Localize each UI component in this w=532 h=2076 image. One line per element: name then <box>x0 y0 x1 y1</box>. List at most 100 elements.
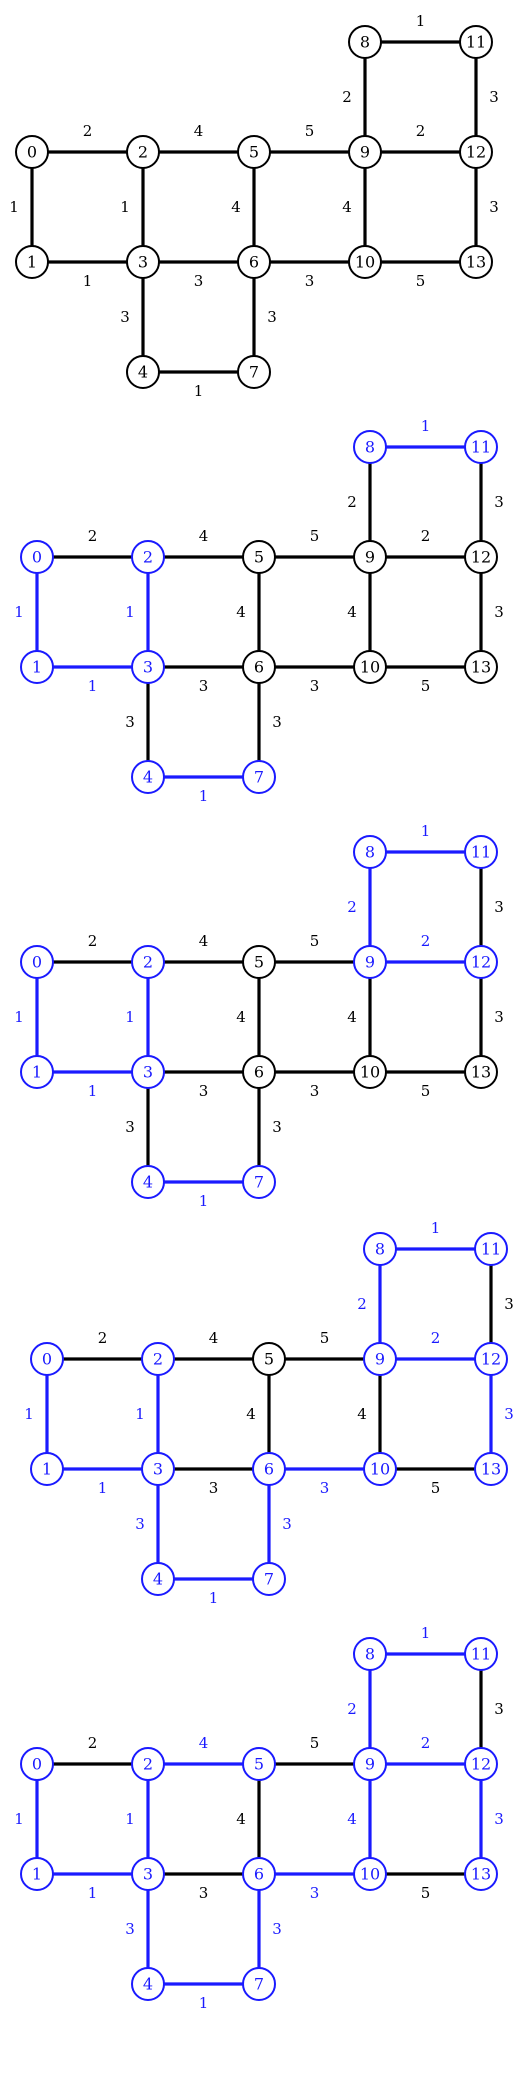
edge-weight-label: 5 <box>310 1734 320 1752</box>
edge-weight-label: 3 <box>320 1479 330 1497</box>
edge-weight-label: 5 <box>320 1329 330 1347</box>
node-6 <box>252 1452 286 1486</box>
edge-weight-label: 5 <box>421 1884 431 1902</box>
edge-weight-label: 4 <box>199 932 209 950</box>
edge-weight-label: 2 <box>347 493 357 511</box>
edge-weight-label: 1 <box>88 677 98 695</box>
node-label: 12 <box>466 143 486 162</box>
edge-weight-label: 1 <box>120 198 130 216</box>
node-label: 3 <box>143 1865 153 1884</box>
edge-weight-label: 1 <box>421 822 431 840</box>
node-8 <box>353 1637 387 1671</box>
node-1 <box>20 1857 54 1891</box>
edge-weight-label: 3 <box>305 272 315 290</box>
node-label: 10 <box>370 1460 390 1479</box>
edge-weight-label: 4 <box>246 1405 256 1423</box>
node-13 <box>464 1055 498 1089</box>
node-3 <box>131 1857 165 1891</box>
edge-weight-label: 1 <box>88 1884 98 1902</box>
node-5 <box>237 135 271 169</box>
node-label: 10 <box>355 253 375 272</box>
edge-weight-label: 5 <box>310 527 320 545</box>
node-6 <box>242 650 276 684</box>
node-0 <box>20 540 54 574</box>
node-11 <box>459 25 493 59</box>
node-5 <box>242 540 276 574</box>
node-9 <box>353 540 387 574</box>
node-label: 5 <box>254 548 264 567</box>
edge-weight-label: 3 <box>494 1810 504 1828</box>
edge-weight-label: 3 <box>494 1700 504 1718</box>
node-11 <box>474 1232 508 1266</box>
edge-weight-label: 3 <box>489 88 499 106</box>
node-13 <box>464 650 498 684</box>
node-label: 2 <box>143 953 153 972</box>
node-label: 0 <box>32 548 42 567</box>
edge-weight-label: 4 <box>199 527 209 545</box>
edge-weight-label: 1 <box>125 1008 135 1026</box>
node-10 <box>363 1452 397 1486</box>
node-label: 9 <box>365 548 375 567</box>
node-label: 7 <box>264 1570 274 1589</box>
node-label: 0 <box>32 1755 42 1774</box>
node-0 <box>30 1342 64 1376</box>
edge-weight-label: 4 <box>357 1405 367 1423</box>
node-label: 11 <box>471 843 491 862</box>
edge-weight-label: 5 <box>421 1082 431 1100</box>
edge-weight-label: 1 <box>14 1008 24 1026</box>
edge-weight-label: 4 <box>342 198 352 216</box>
node-label: 1 <box>32 1063 42 1082</box>
node-label: 12 <box>481 1350 501 1369</box>
node-7 <box>237 355 271 389</box>
node-label: 5 <box>254 953 264 972</box>
node-label: 8 <box>375 1240 385 1259</box>
edge-weight-label: 2 <box>83 122 93 140</box>
node-1 <box>15 245 49 279</box>
node-6 <box>242 1055 276 1089</box>
edge-weight-label: 3 <box>125 1118 135 1136</box>
edge-weight-label: 3 <box>494 493 504 511</box>
edge-weight-label: 3 <box>494 1008 504 1026</box>
node-3 <box>131 650 165 684</box>
node-3 <box>131 1055 165 1089</box>
edge-weight-label: 2 <box>431 1329 441 1347</box>
node-10 <box>353 650 387 684</box>
edge-weight-label: 1 <box>199 1994 209 2012</box>
node-9 <box>363 1342 397 1376</box>
edge-weight-label: 1 <box>88 1082 98 1100</box>
edge-weight-label: 4 <box>209 1329 219 1347</box>
edge-weight-label: 3 <box>504 1405 514 1423</box>
node-label: 8 <box>360 33 370 52</box>
edge-weight-label: 1 <box>194 382 204 400</box>
edge-weight-label: 4 <box>199 1734 209 1752</box>
node-7 <box>242 1165 276 1199</box>
node-label: 4 <box>143 1975 153 1994</box>
edge-weight-label: 3 <box>272 713 282 731</box>
edge-weight-label: 3 <box>125 713 135 731</box>
node-4 <box>131 1967 165 2001</box>
edge-weight-label: 3 <box>494 603 504 621</box>
node-label: 4 <box>143 768 153 787</box>
node-label: 1 <box>27 253 37 272</box>
node-label: 6 <box>249 253 259 272</box>
node-2 <box>131 1747 165 1781</box>
node-8 <box>353 430 387 464</box>
edge-weight-label: 3 <box>489 198 499 216</box>
node-label: 4 <box>143 1173 153 1192</box>
node-10 <box>348 245 382 279</box>
edge-weight-label: 1 <box>9 198 19 216</box>
node-13 <box>464 1857 498 1891</box>
edge-weight-label: 3 <box>310 677 320 695</box>
node-label: 7 <box>254 768 264 787</box>
edge-weight-label: 1 <box>199 1192 209 1210</box>
node-6 <box>237 245 271 279</box>
node-label: 2 <box>153 1350 163 1369</box>
node-label: 5 <box>249 143 259 162</box>
node-11 <box>464 1637 498 1671</box>
node-label: 12 <box>471 548 491 567</box>
edge-weight-label: 4 <box>236 1810 246 1828</box>
node-4 <box>126 355 160 389</box>
